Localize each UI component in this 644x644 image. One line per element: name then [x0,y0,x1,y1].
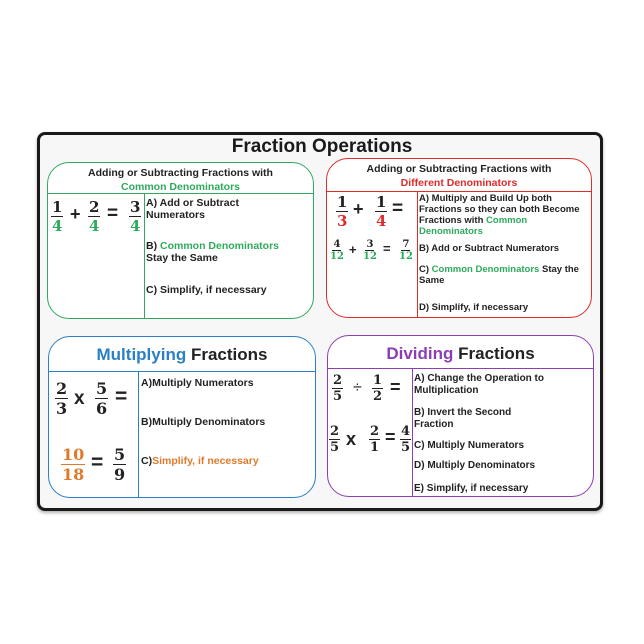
divider [412,368,413,496]
panel-header: Multiplying Fractions [96,345,268,364]
divider [327,191,591,192]
step-c: C) Multiply Numerators [414,440,525,451]
step-a: A)Multiply Numerators [141,377,254,389]
equals-sign: = [385,427,396,447]
step-c: C) Simplify, if necessary [146,284,267,296]
step-c: C)Simplify, if necessary [141,455,259,467]
plus-sign: + [349,242,357,257]
plus-sign: + [353,199,364,219]
equals-sign: = [107,203,119,224]
equals-sign: = [115,385,128,408]
step-a: A) Multiply and Build Up both Fractions … [419,193,580,237]
step-d: D) Multiply Denominators [414,460,536,471]
panel-header-line2: Common Denominators [120,181,240,193]
page-title: Fraction Operations [231,136,413,157]
times-sign: x [346,429,357,449]
step-b: B) Add or Subtract Numerators [419,243,560,254]
divide-sign: ÷ [353,379,362,396]
divider [49,371,315,372]
equals-sign: = [91,451,104,474]
panel-common-denominators: Adding or Subtracting Fractions with Com… [47,162,314,319]
panel-header-line1: Adding or Subtracting Fractions with [88,167,273,179]
step-b: B) Invert the Second Fraction [414,407,512,430]
divider [138,371,139,497]
plus-sign: + [70,204,81,224]
step-a: A) Change the Operation to Multiplicatio… [414,373,544,396]
equals-sign: = [383,241,391,256]
step-d: D) Simplify, if necessary [419,302,529,313]
equals-sign: = [390,377,401,397]
step-a: A) Add or Subtract Numerators [146,197,239,221]
divider [328,368,593,369]
divider [417,191,418,317]
panel-header-line1: Adding or Subtracting Fractions with [366,163,552,175]
divider [144,193,145,318]
step-e: E) Simplify, if necessary [414,483,529,494]
step-c: C) Common Denominators Stay the Same [419,264,579,286]
panel-header: Dividing Fractions [386,344,535,363]
divider [48,193,313,194]
step-b: B) Common Denominators Stay the Same [146,240,280,264]
times-sign: x [74,388,85,409]
equals-sign: = [392,198,404,219]
panel-header-line2: Different Denominators [400,177,518,189]
panel-different-denominators: Adding or Subtracting Fractions with Dif… [326,158,592,318]
step-b: B)Multiply Denominators [141,416,266,428]
